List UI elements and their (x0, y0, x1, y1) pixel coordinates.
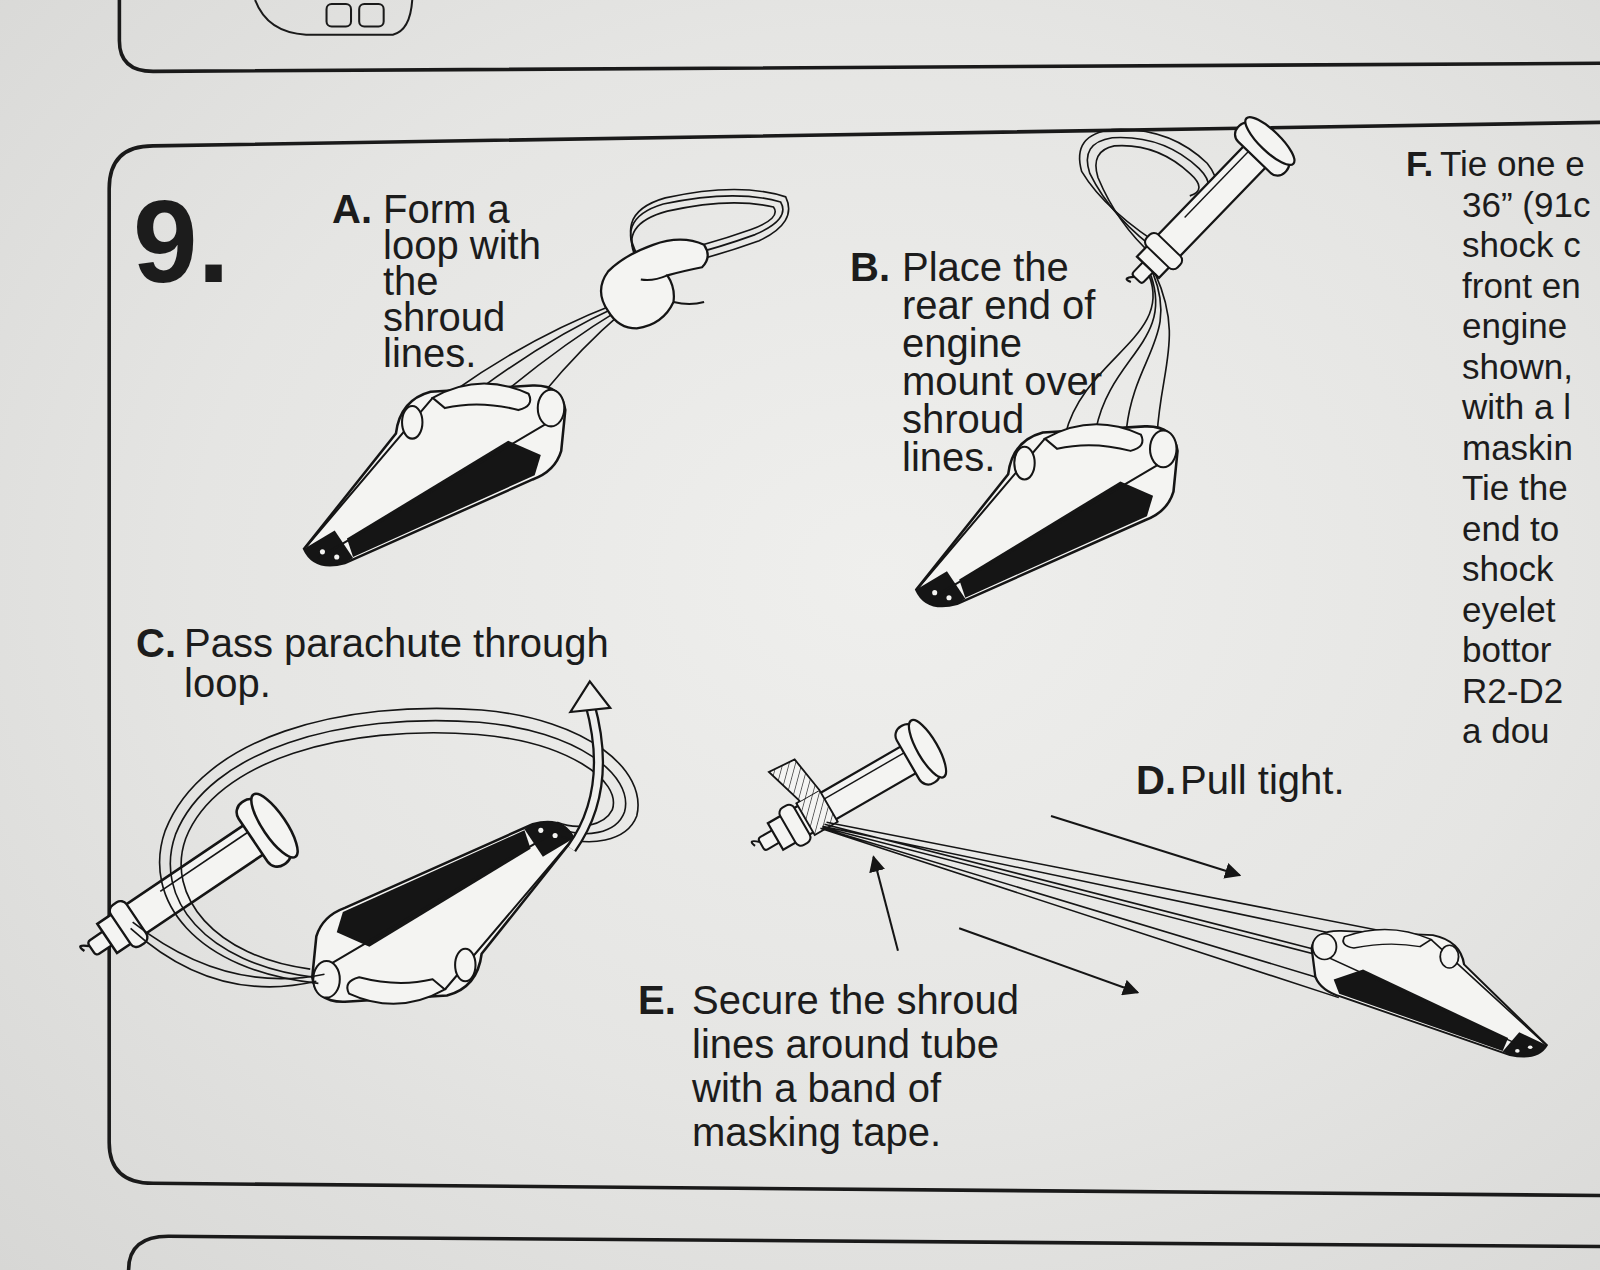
instruction-text: Pass parachute through loop. (184, 623, 639, 703)
label-slot: D. (1136, 760, 1176, 800)
instruction-text: Pull tight. (1180, 760, 1345, 800)
cut-off-text: with a l (1462, 387, 1571, 427)
shroud-loop (170, 721, 625, 978)
label-slot: F. (1406, 144, 1433, 184)
parachute (304, 383, 565, 565)
label-slot: 9. (133, 184, 230, 300)
tape-flap (769, 755, 819, 808)
shroud-lines (131, 922, 325, 987)
pointer-arrow (873, 857, 897, 951)
label-slot: A. (332, 191, 372, 227)
masking-tape (769, 755, 838, 839)
panel-border (109, 122, 1600, 1195)
cut-off-text: maskin (1462, 428, 1573, 468)
panel-border (119, 0, 1600, 71)
engine-mount (1108, 111, 1300, 307)
cut-off-text: 36” (91c (1462, 185, 1590, 225)
label-slot: B. (850, 248, 890, 286)
shroud-loop (160, 708, 638, 983)
label-slot: maskin (1462, 428, 1573, 468)
cut-off-text: a dou (1462, 711, 1550, 751)
cut-off-text: R2-D2 (1462, 671, 1563, 711)
label-slot: shock (1462, 549, 1553, 589)
step-letter: F. (1406, 144, 1433, 184)
label-slot: eyelet (1462, 590, 1555, 630)
curved-arrow (571, 704, 598, 849)
label-slot: shock c (1462, 225, 1581, 265)
cut-off-text: end to (1462, 509, 1559, 549)
label-slot: R2-D2 (1462, 671, 1563, 711)
label-slot: with a l (1462, 387, 1571, 427)
pull-arrow (1051, 816, 1240, 875)
robot-fragment (255, 0, 412, 35)
label-slot: a dou (1462, 711, 1550, 751)
instruction-text: Place the rear end of engine mount over … (902, 248, 1117, 476)
parachute (312, 822, 573, 1004)
cut-off-text: shock (1462, 549, 1553, 589)
curved-arrow (571, 704, 598, 849)
cut-off-text: engine (1462, 306, 1567, 346)
cut-off-text: Tie one e (1440, 144, 1585, 184)
label-slot: bottor (1462, 630, 1552, 670)
hand-detail (641, 275, 704, 304)
step-letter: E. (638, 978, 676, 1022)
cut-off-text: Tie the (1462, 468, 1568, 508)
step-number: 9. (133, 184, 230, 300)
instruction-text: Form a loop with the shroud lines. (383, 191, 558, 371)
step-letter: C. (136, 623, 176, 663)
step-letter: A. (332, 191, 372, 227)
label-slot: C. (136, 623, 176, 663)
label-slot: Pass parachute through loop. (184, 623, 639, 703)
label-slot: 36” (91c (1462, 185, 1590, 225)
step-letter: D. (1136, 760, 1176, 800)
label-slot: shown, (1462, 347, 1573, 387)
label-slot: Tie the (1462, 468, 1568, 508)
hand (601, 240, 708, 329)
cut-off-text: bottor (1462, 630, 1552, 670)
label-slot: Place the rear end of engine mount over … (902, 248, 1117, 476)
cut-off-text: shock c (1462, 225, 1581, 265)
curved-arrow-head (570, 681, 610, 712)
robot-fragment (327, 4, 351, 26)
label-slot: Secure the shroud lines around tube with… (692, 978, 1072, 1154)
step-letter: B. (850, 248, 890, 286)
label-slot: Form a loop with the shroud lines. (383, 191, 558, 371)
label-slot: end to (1462, 509, 1559, 549)
label-slot: front en (1462, 266, 1581, 306)
label-slot: Pull tight. (1180, 760, 1345, 800)
cut-off-text: eyelet (1462, 590, 1555, 630)
cut-off-text: shown, (1462, 347, 1573, 387)
cut-off-text: front en (1462, 266, 1581, 306)
robot-fragment (359, 4, 383, 26)
parachute (1312, 929, 1547, 1056)
label-slot: E. (638, 978, 676, 1022)
shroud-loop (181, 733, 613, 969)
label-slot: Tie one e (1440, 144, 1585, 184)
instruction-text: Secure the shroud lines around tube with… (692, 978, 1072, 1154)
panel-border (129, 1236, 1600, 1270)
label-slot: engine (1462, 306, 1567, 346)
